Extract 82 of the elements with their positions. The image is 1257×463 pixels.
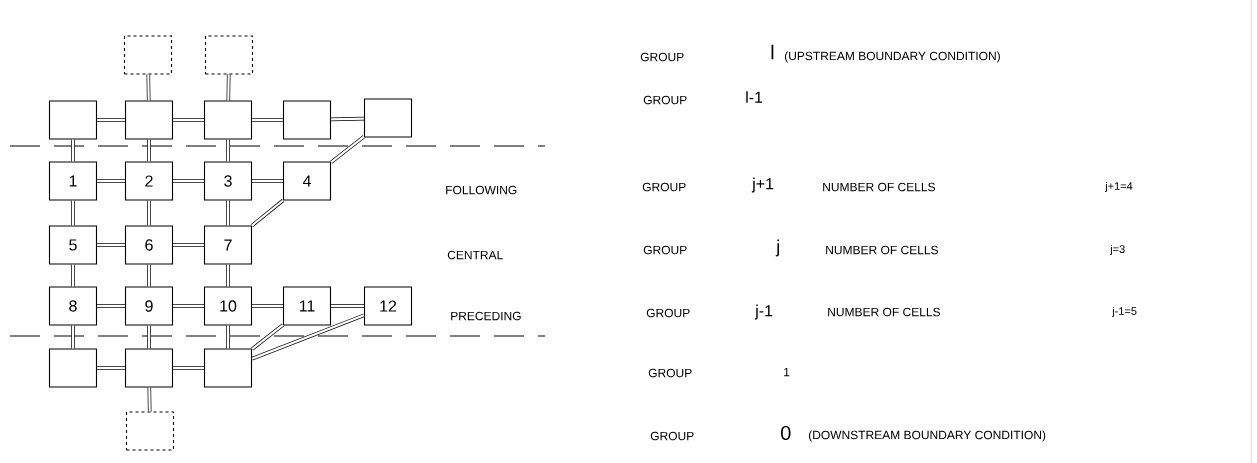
label-text: (UPSTREAM BOUNDARY CONDITION)	[784, 51, 1000, 63]
cell-box: 10	[203, 286, 253, 326]
connector	[173, 179, 204, 183]
cell-box: 7	[203, 225, 253, 265]
connector	[226, 264, 230, 287]
label-text: GROUP	[646, 308, 690, 318]
cell-box	[124, 100, 174, 140]
cell-box: 1	[48, 161, 98, 201]
connector	[252, 304, 283, 308]
connector	[331, 116, 364, 122]
connector	[147, 387, 152, 412]
cell-box	[48, 100, 98, 140]
label-text: 1	[784, 367, 790, 377]
connector	[173, 118, 204, 122]
connector	[173, 243, 204, 247]
connector	[146, 74, 151, 101]
label-text: l	[771, 44, 774, 60]
cell-box: 6	[124, 225, 174, 265]
label-text: (DOWNSTREAM BOUNDARY CONDITION)	[808, 430, 1046, 442]
boundary-cell-box	[204, 35, 254, 75]
connector	[250, 199, 285, 227]
connector	[71, 325, 75, 349]
cell-box: 12	[363, 286, 413, 326]
cell-box: 9	[124, 286, 174, 326]
cell-box: 11	[282, 286, 332, 326]
cell-box	[363, 98, 413, 138]
label-text: GROUP	[642, 182, 686, 192]
cell-box: 2	[124, 161, 174, 201]
connector	[147, 200, 151, 226]
connector	[173, 366, 204, 370]
connector	[71, 264, 75, 287]
cell-box: 5	[48, 225, 98, 265]
connector	[251, 313, 365, 361]
connector	[250, 323, 285, 351]
boundary-cell-box	[123, 35, 173, 75]
connector	[97, 118, 125, 122]
label-text: j+1	[751, 177, 774, 193]
cell-box: 3	[203, 161, 253, 201]
connector	[173, 304, 204, 308]
label-text: NUMBER OF CELLS	[828, 307, 940, 317]
cell-box: 4	[282, 161, 332, 201]
cell-box	[282, 100, 332, 140]
label-text: NUMBER OF CELLS	[826, 245, 938, 255]
connector	[226, 200, 230, 226]
label-text: l-1	[746, 91, 763, 103]
connector	[226, 325, 230, 349]
label-text: CENTRAL	[447, 250, 503, 260]
cell-box	[124, 348, 174, 388]
label-text: GROUP	[643, 95, 687, 105]
connector	[97, 304, 125, 308]
cell-box	[203, 348, 253, 388]
label-text: NUMBER OF CELLS	[823, 182, 935, 192]
cell-box	[203, 100, 253, 140]
connector	[226, 139, 230, 162]
label-text: GROUP	[643, 245, 687, 255]
connector	[331, 304, 364, 308]
label-text: GROUP	[648, 368, 692, 378]
boundary-cell-box	[125, 411, 175, 451]
connector	[71, 139, 75, 162]
label-text: PRECEDING	[451, 311, 521, 321]
connector	[97, 243, 125, 247]
connector	[147, 325, 151, 349]
label-text: j-1=5	[1111, 306, 1137, 318]
label-text: j-1	[754, 304, 773, 320]
label-text: GROUP	[640, 52, 684, 62]
connector	[147, 264, 151, 287]
connector	[226, 74, 231, 101]
label-text: GROUP	[650, 431, 694, 441]
connector	[71, 200, 75, 226]
label-text: j+1=4	[1104, 181, 1133, 193]
label-text: 0	[781, 425, 791, 441]
label-text: j	[775, 239, 779, 257]
connector	[252, 179, 283, 183]
label-text: j=3	[1109, 244, 1125, 256]
connector	[329, 135, 366, 164]
cell-box	[48, 348, 98, 388]
label-text: FOLLOWING	[446, 185, 517, 195]
cell-box: 8	[48, 286, 98, 326]
connector	[97, 366, 125, 370]
connector	[97, 179, 125, 183]
connector	[147, 139, 151, 162]
connector	[252, 118, 283, 122]
